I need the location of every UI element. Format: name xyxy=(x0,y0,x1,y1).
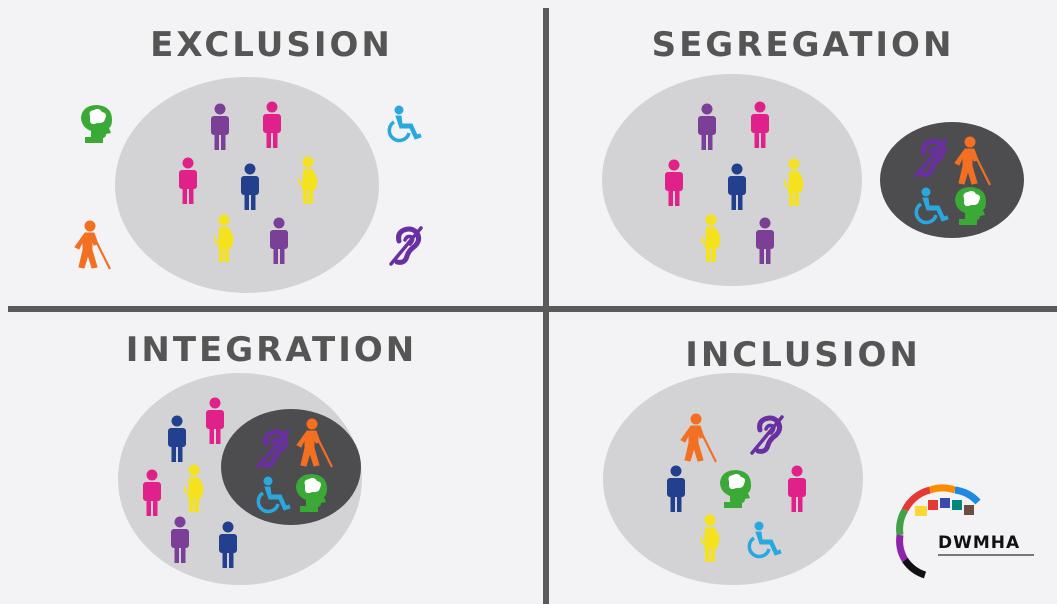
segregation-title: SEGREGATION xyxy=(651,25,955,65)
blind-person-cane-icon xyxy=(73,219,112,271)
logo-text: DWMHA xyxy=(938,533,1021,553)
exclusion-title: EXCLUSION xyxy=(150,25,393,65)
wheelchair-icon xyxy=(387,104,423,143)
integration-inner-circle xyxy=(221,409,361,525)
segregation-separate-circle xyxy=(880,122,1024,238)
hearing-ear-icon xyxy=(391,228,421,264)
dwmha-logo xyxy=(896,484,981,579)
logo-tagline-line xyxy=(938,554,1034,556)
horizontal-divider xyxy=(8,306,1057,312)
mental-health-head-icon xyxy=(81,105,112,143)
inclusion-title: INCLUSION xyxy=(685,335,921,375)
integration-title: INTEGRATION xyxy=(125,330,418,370)
puzzle-ring-icon xyxy=(896,484,981,579)
